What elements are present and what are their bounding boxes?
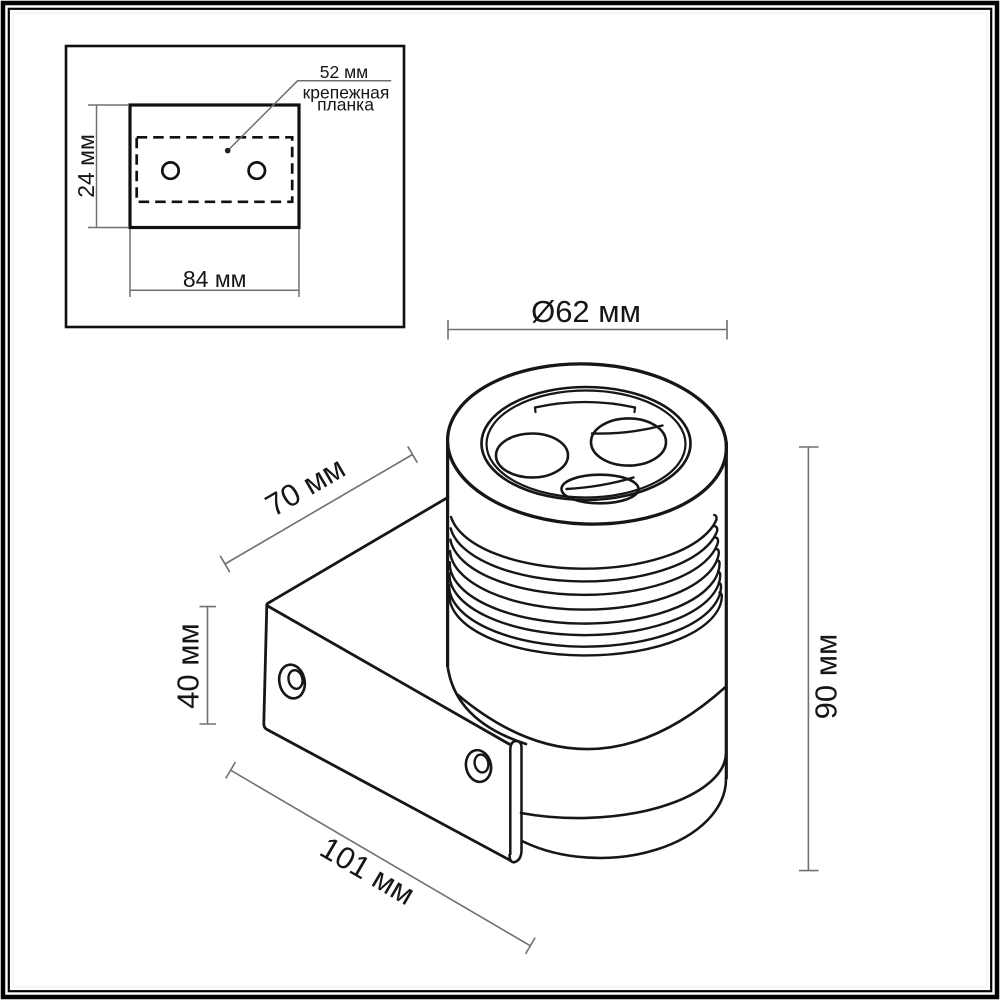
svg-text:24 мм: 24 мм xyxy=(73,134,99,198)
svg-text:70 мм: 70 мм xyxy=(259,450,351,523)
svg-text:101 мм: 101 мм xyxy=(314,830,421,912)
svg-text:52 мм: 52 мм xyxy=(320,62,368,82)
svg-text:крепежная: крепежная xyxy=(303,83,390,103)
svg-text:40 мм: 40 мм xyxy=(171,623,206,709)
svg-text:Ø62 мм: Ø62 мм xyxy=(531,294,641,329)
svg-text:90 мм: 90 мм xyxy=(809,634,844,720)
svg-text:84 мм: 84 мм xyxy=(183,266,247,292)
svg-text:планка: планка xyxy=(317,95,374,115)
